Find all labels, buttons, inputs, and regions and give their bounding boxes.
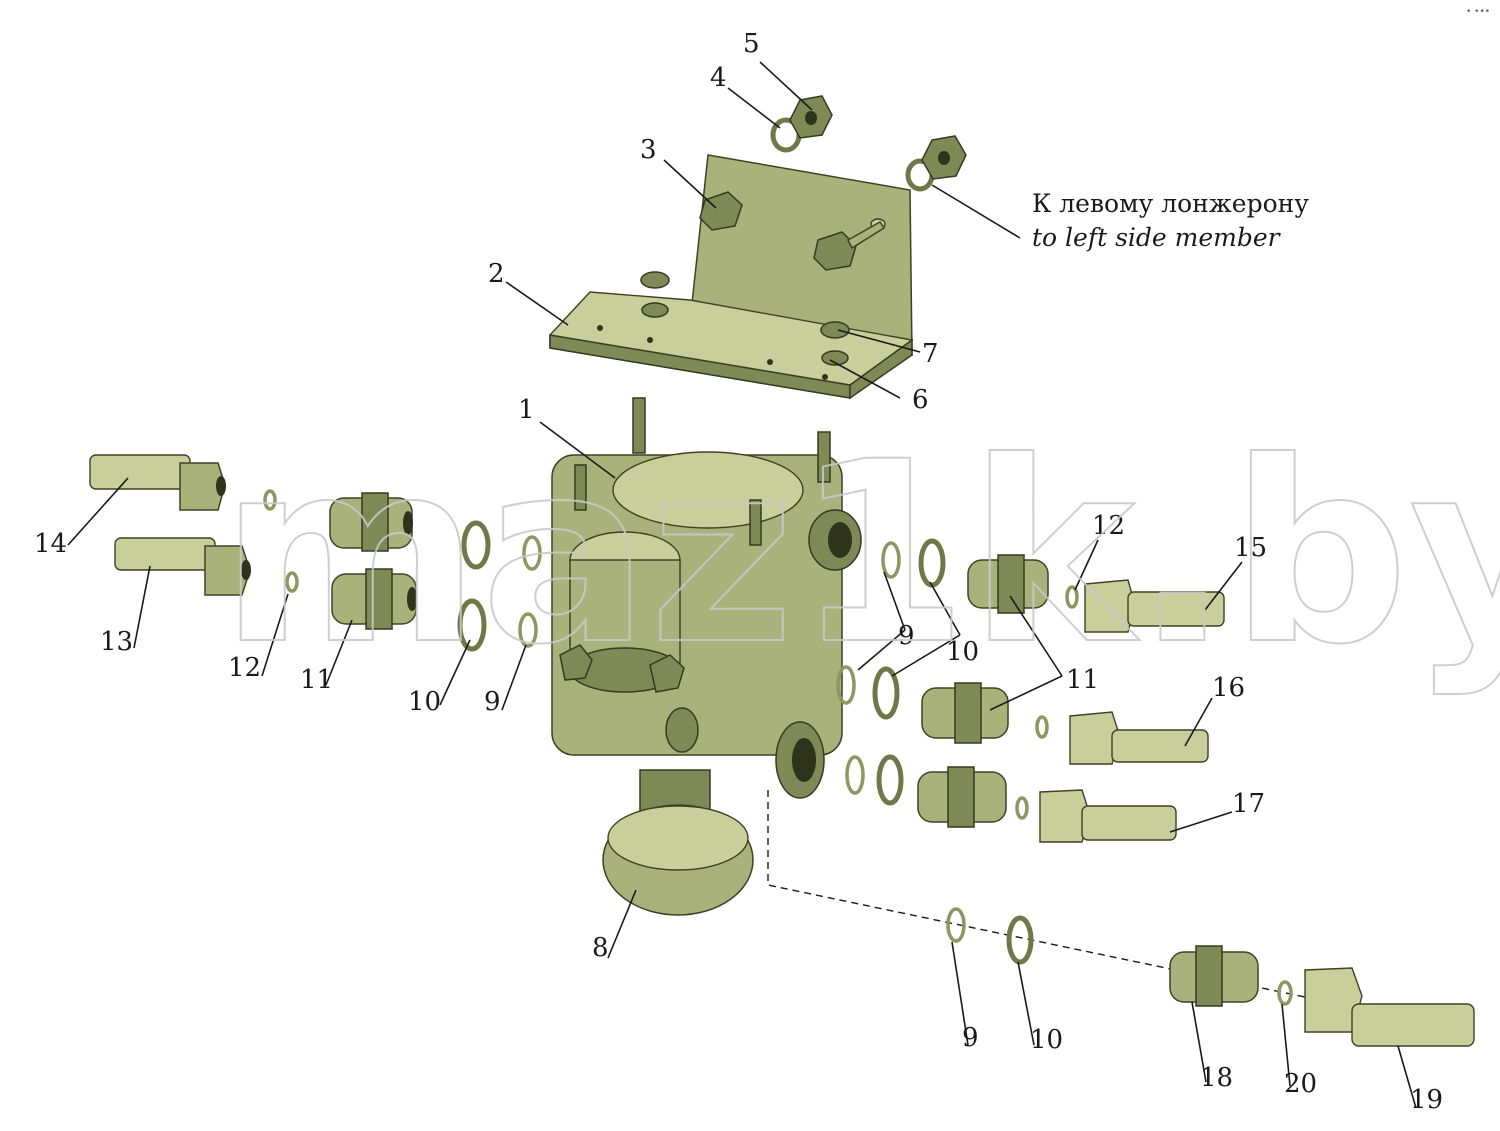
caption-russian: К левому лонжерону bbox=[1032, 189, 1309, 218]
mounting-bracket bbox=[549, 154, 914, 400]
callout-12-right: 12 bbox=[1092, 511, 1125, 541]
callout-8: 8 bbox=[592, 933, 609, 963]
callout-9-lower: 9 bbox=[962, 1023, 979, 1053]
right-fittings bbox=[836, 538, 1225, 843]
callout-5: 5 bbox=[743, 29, 760, 59]
valve-body bbox=[551, 397, 862, 799]
corner-mark: • ••• bbox=[1466, 7, 1490, 17]
callout-12-left: 12 bbox=[228, 653, 261, 683]
callout-20: 20 bbox=[1284, 1069, 1317, 1099]
callout-10-lower: 10 bbox=[1030, 1025, 1063, 1055]
callout-14: 14 bbox=[34, 529, 67, 559]
silencer bbox=[602, 769, 754, 916]
callout-9-left: 9 bbox=[484, 687, 501, 717]
callout-11-left: 11 bbox=[300, 665, 333, 695]
callout-10-right: 10 bbox=[946, 637, 979, 667]
callout-18: 18 bbox=[1200, 1063, 1233, 1093]
nut-washer-set bbox=[770, 95, 967, 192]
callout-6: 6 bbox=[912, 385, 929, 415]
washer-6-7 bbox=[640, 271, 850, 366]
callout-13: 13 bbox=[100, 627, 133, 657]
callout-11-right: 11 bbox=[1066, 665, 1099, 695]
callout-3: 3 bbox=[640, 135, 657, 165]
caption-english: to left side member bbox=[1032, 223, 1282, 252]
bolt-3 bbox=[699, 191, 886, 271]
callout-labels: 1 2 3 4 5 6 7 8 9 9 9 10 10 10 11 11 12 … bbox=[34, 29, 1443, 1115]
callout-19: 19 bbox=[1410, 1085, 1443, 1115]
lower-right-line bbox=[767, 790, 1475, 1047]
callout-2: 2 bbox=[488, 259, 505, 289]
leader-lines bbox=[67, 61, 1417, 1109]
callout-17: 17 bbox=[1232, 789, 1265, 819]
callout-15: 15 bbox=[1234, 533, 1267, 563]
callout-1: 1 bbox=[518, 395, 535, 425]
callout-7: 7 bbox=[922, 339, 939, 369]
callout-16: 16 bbox=[1212, 673, 1245, 703]
watermark: maz1k.by bbox=[220, 408, 1500, 699]
callout-10-left: 10 bbox=[408, 687, 441, 717]
left-fittings bbox=[89, 454, 542, 652]
callout-9-right: 9 bbox=[898, 621, 915, 651]
callout-4: 4 bbox=[710, 63, 727, 93]
